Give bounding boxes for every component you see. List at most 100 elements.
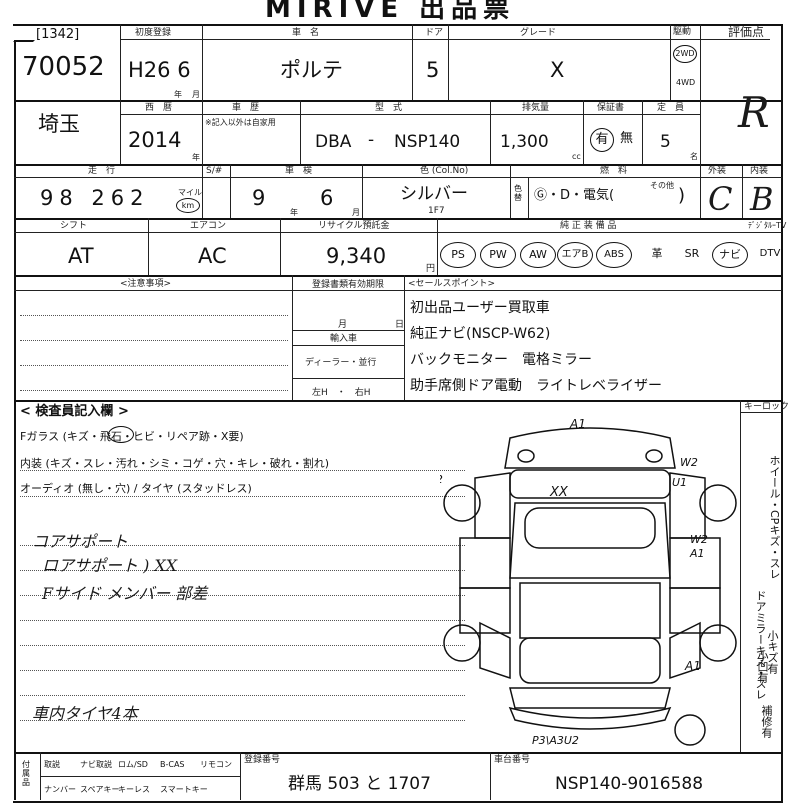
accessory-label: リモコン	[200, 760, 232, 769]
displacement: 1,300	[500, 132, 549, 152]
caution-label: <注意事項>	[120, 279, 172, 289]
accessory-label: ロム/SD	[118, 760, 148, 769]
equipment-item: PS	[440, 242, 476, 268]
western-year: 2014	[128, 128, 182, 152]
equipment-item: エアB	[557, 242, 593, 268]
reg-no-label: 登録番号	[244, 755, 281, 765]
side-scratch: 小キズ有	[766, 630, 779, 674]
door-label: ドア	[425, 28, 444, 38]
car-name-label: 車 名	[292, 28, 320, 38]
shift-label: シフト	[60, 221, 88, 231]
equipment-item: DTV	[759, 248, 781, 259]
equipment-item: AW	[520, 242, 556, 268]
grade: X	[550, 58, 565, 82]
color: シルバー	[400, 184, 468, 204]
handle-label: 左H ・ 右H	[312, 388, 371, 398]
first-reg-value: H26 6	[128, 58, 191, 82]
recycle: 9,340	[326, 244, 387, 268]
inspection-month: 6	[320, 186, 334, 210]
mileage: 98 262	[40, 186, 150, 210]
hand-note-1: コアサポート	[32, 532, 129, 551]
interior-line: 内装 (キズ・スレ・汚れ・シミ・コゲ・穴・キレ・破れ・割れ)	[20, 457, 330, 470]
reg-no: 群馬 503 と 1707	[288, 774, 431, 794]
region: 埼玉	[38, 112, 80, 136]
accessory-label: ナビ取説	[80, 760, 112, 769]
sales-point: 初出品ユーザー買取車	[410, 300, 550, 316]
grade-label: グレード	[520, 28, 557, 38]
model-prefix: DBA	[315, 132, 352, 152]
exterior-label: 外装	[708, 166, 727, 176]
warranty-no: 無	[620, 131, 634, 146]
spare-note: 車内タイヤ4本	[32, 704, 138, 723]
history-label: 車 歴	[232, 103, 260, 113]
mark-u1: U1	[672, 476, 687, 489]
accessory-label: B-CAS	[160, 760, 185, 769]
equipment-item: 革	[651, 247, 663, 260]
chassis: NSP140-9016588	[555, 774, 704, 794]
audio-line: オーディオ (無し・穴) / タイヤ (スタッドレス)	[20, 482, 252, 495]
lot-label: [1342]	[36, 27, 80, 42]
inspector-title: < 検査員記入欄 >	[20, 404, 129, 419]
reg-expiry-label: 登録書類有効期限	[312, 280, 385, 290]
side-repair: 補修有	[760, 705, 773, 738]
capacity: 5	[660, 132, 671, 152]
model-dash: -	[368, 130, 375, 150]
western-label: 西 暦	[145, 103, 173, 113]
tv-label: ﾃﾞｼﾞﾀﾙｰTV	[748, 221, 787, 230]
color-label: 色 (Col.No)	[420, 166, 469, 176]
mark-a1-rear: A1	[684, 659, 701, 673]
document-title: MIRIVE 出品票	[265, 0, 516, 24]
equipment-item: SR	[684, 247, 700, 260]
displacement-label: 排気量	[522, 103, 550, 113]
color-no: 1F7	[428, 206, 445, 216]
ac: AC	[198, 244, 227, 268]
sales-label: <セールスポイント>	[408, 279, 496, 289]
interior: B	[750, 180, 774, 218]
history-note: ※記入以外は自家用	[205, 118, 276, 127]
glass-circle	[108, 426, 134, 443]
drive-label: 駆動	[673, 27, 692, 37]
mark-w2-left: W2	[440, 473, 443, 486]
sales-point: バックモニター 電格ミラー	[410, 352, 592, 368]
sales-point: 純正ナビ(NSCP-W62)	[410, 326, 551, 342]
equipment-item: PW	[480, 242, 516, 268]
equipment-label: 純 正 装 備 品	[560, 221, 617, 231]
side-mirror: ドアミラーキズ・スレ	[754, 590, 767, 700]
drive-4wd: 4WD	[676, 78, 696, 87]
recycle-label: リサイクル預託金	[318, 221, 390, 231]
exterior: C	[708, 180, 733, 218]
fuel-label: 燃 料	[600, 166, 628, 176]
first-reg-label: 初度登録	[135, 28, 172, 38]
doors: 5	[426, 58, 440, 82]
inspection-label: 車 検	[285, 166, 313, 176]
fuel-options: Ⓖ・D・電気(	[534, 188, 615, 203]
model-label: 型 式	[375, 103, 403, 113]
mark-w2-right: W2	[680, 456, 698, 469]
mark-a1-top: A1	[569, 417, 586, 431]
hand-note-3: Fサイド メンバー 部差	[42, 584, 208, 603]
accessory-label: 取説	[44, 760, 60, 769]
score-label: 評価点	[728, 25, 765, 39]
inspection-year: 9	[252, 186, 266, 210]
accessory-label-2: キーレス	[118, 785, 150, 794]
mileage-label: 走 行	[88, 166, 116, 176]
drive-2wd: 2WD	[673, 45, 697, 63]
equipment-item: ナビ	[712, 242, 748, 268]
interior-label: 内装	[750, 166, 769, 176]
car-name: ポルテ	[280, 58, 343, 82]
import-label: 輸入車	[330, 334, 358, 344]
accessory-label-2: スマートキー	[160, 785, 208, 794]
side-wheel: ホイール・CPキズ・スレ	[768, 455, 781, 580]
chassis-label: 車台番号	[494, 755, 531, 765]
shift: AT	[68, 244, 94, 268]
sales-point: 助手席側ドア電動 ライトレベライザー	[410, 378, 662, 394]
mark-xx: XX	[549, 485, 569, 500]
accessories-label: 付属品	[22, 760, 30, 787]
warranty-label: 保証書	[597, 103, 625, 113]
accessory-label-2: スペアキー	[80, 785, 120, 794]
mark-rear: P3\A3U2	[532, 734, 579, 747]
equipment-item: ABS	[596, 242, 632, 268]
km-unit: km	[176, 198, 200, 213]
lot-number: 70052	[22, 52, 105, 82]
